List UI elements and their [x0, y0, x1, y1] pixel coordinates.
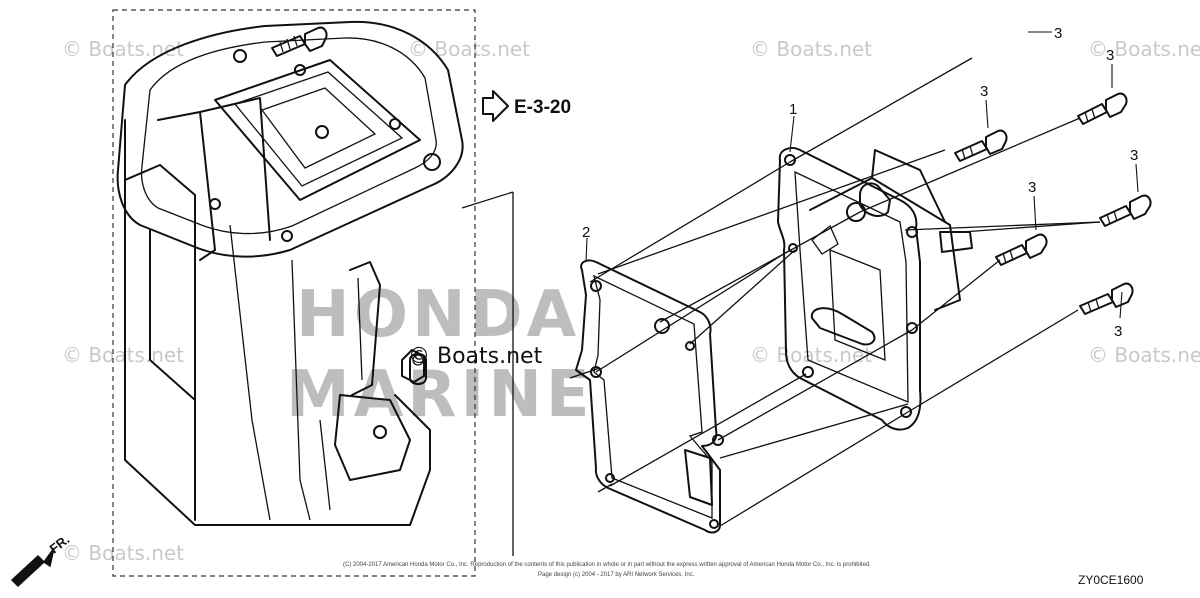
copyright-line-2: Page design (c) 2004 - 2017 by ARI Netwo…	[538, 572, 695, 578]
callout-label-3d: 3	[1130, 147, 1138, 164]
callout-label-3b: 3	[1106, 47, 1114, 64]
callout-label-3e: 3	[1028, 179, 1036, 196]
watermark-top-left: © Boats.net	[62, 37, 184, 61]
callout-label-3f: 3	[1114, 323, 1122, 340]
front-arrow-icon	[10, 547, 55, 588]
bolt-b	[1077, 92, 1128, 125]
callout-3b: 3	[1106, 47, 1114, 88]
reference-label: E-3-20	[514, 97, 571, 118]
diagram-code: ZY0CE1600	[1078, 573, 1144, 587]
callout-label-3a: 3	[1054, 25, 1062, 42]
bolt-d	[1099, 194, 1152, 227]
callout-3e: 3	[1028, 179, 1037, 231]
brand-line-2: MARINE	[286, 358, 594, 432]
bolt-f	[1079, 282, 1134, 315]
callout-label-2: 2	[582, 224, 590, 241]
copyright-line-1: (C) 2004-2017 American Honda Motor Co., …	[343, 562, 871, 568]
callout-label-1: 1	[789, 101, 797, 118]
callout-1: 1	[789, 101, 797, 153]
watermark-top-center: © Boats.net	[408, 37, 530, 61]
bolt-a	[271, 26, 328, 57]
watermark-bottom-left: © Boats.net	[62, 541, 184, 565]
bolt-e	[995, 233, 1048, 266]
watermark-mid-far-right: © Boats.net	[1088, 343, 1200, 367]
callout-3f: 3	[1114, 291, 1123, 340]
reference-arrow: E-3-20	[482, 90, 571, 122]
reference-box	[112, 9, 476, 577]
cover-part	[777, 147, 973, 431]
callout-2: 2	[582, 224, 590, 263]
boundary-link-top	[461, 191, 514, 209]
bolt-g	[401, 349, 425, 383]
callout-3d: 3	[1130, 147, 1139, 193]
watermark-center: © Boats.net	[408, 344, 543, 369]
center-watermark: © Boats.net	[408, 344, 543, 369]
brand-watermark: HONDA MARINE	[286, 278, 594, 432]
callout-label-3c: 3	[980, 83, 988, 100]
watermark-top-right: © Boats.net	[750, 37, 872, 61]
brand-line-1: HONDA	[296, 278, 580, 352]
extension-case-reference	[112, 9, 476, 577]
copyright-footer: (C) 2004-2017 American Honda Motor Co., …	[343, 562, 871, 578]
bolt-c	[954, 129, 1008, 162]
gasket-part	[575, 259, 724, 534]
watermark-mid-left: © Boats.net	[62, 343, 184, 367]
callout-3a: 3	[1028, 25, 1062, 42]
arrow-right-icon	[482, 90, 509, 122]
callout-3c: 3	[980, 83, 989, 129]
watermark-top-far-right: © Boats.net	[1088, 37, 1200, 61]
assembly-lines	[569, 57, 1101, 527]
